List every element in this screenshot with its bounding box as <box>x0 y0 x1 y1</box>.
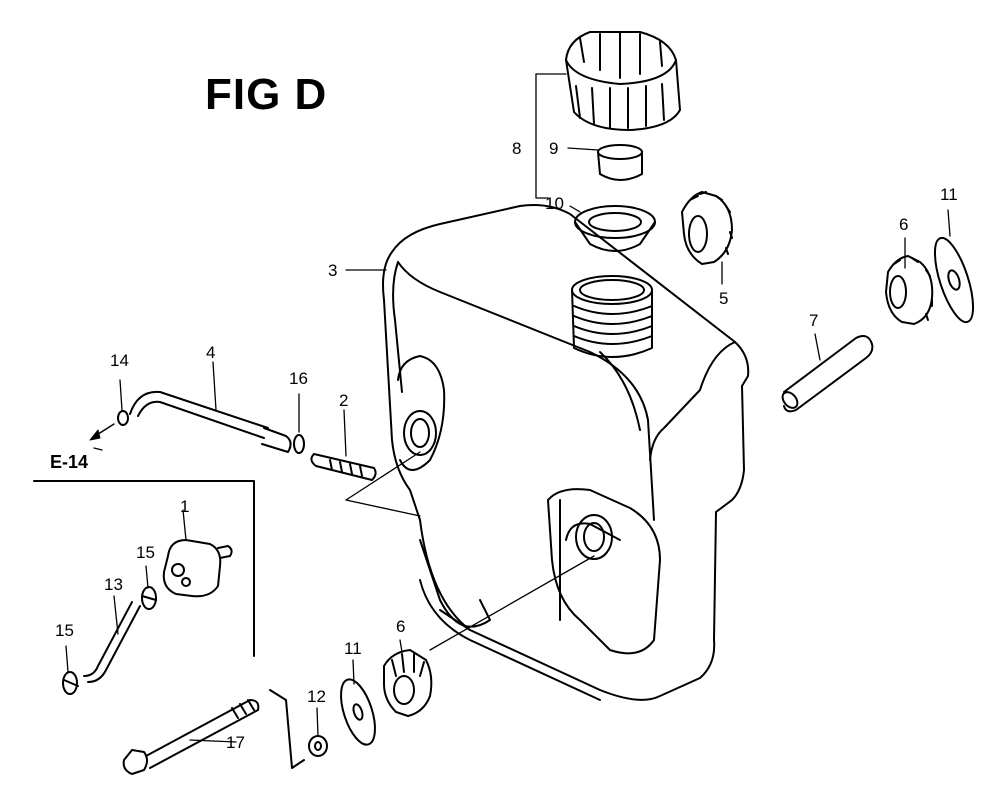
callout-6-bottom: 6 <box>396 617 406 636</box>
callout-9: 9 <box>549 139 559 158</box>
flange-bolt-2 <box>310 453 377 481</box>
callout-15-bottom: 15 <box>55 621 74 640</box>
callout-6-top: 6 <box>899 215 909 234</box>
fuel-cap <box>565 31 681 131</box>
callout-16: 16 <box>289 369 308 388</box>
washer-12 <box>308 735 328 757</box>
hose-clamp-15-bottom <box>62 671 79 695</box>
callout-12: 12 <box>307 687 326 706</box>
callout-4: 4 <box>206 343 216 362</box>
tube-clip-14 <box>117 410 129 426</box>
tube-clip-16 <box>293 434 305 454</box>
callout-14: 14 <box>110 351 129 370</box>
leader-lines <box>65 73 951 743</box>
callout-8: 8 <box>512 139 522 158</box>
callout-13: 13 <box>104 575 123 594</box>
fuel-strainer <box>597 144 643 181</box>
washer-11-bottom <box>340 678 376 746</box>
callout-7: 7 <box>809 311 819 330</box>
collar-pipe <box>781 335 874 413</box>
fuel-valve <box>162 539 233 598</box>
cap-packing <box>574 205 656 252</box>
filler-neck <box>571 275 653 358</box>
callout-2: 2 <box>339 391 349 410</box>
cross-reference-label[interactable]: E-14 <box>50 452 89 472</box>
callout-3: 3 <box>328 261 338 280</box>
fuel-tank <box>382 204 750 701</box>
rubber-grommet-5 <box>681 191 733 265</box>
callout-11-top: 11 <box>940 185 958 204</box>
callout-1: 1 <box>180 497 190 516</box>
washer-11-top <box>933 236 975 324</box>
callout-10: 10 <box>545 194 564 213</box>
callout-11-bottom: 11 <box>344 639 362 658</box>
tank-mount-hole-left <box>403 410 437 456</box>
figure-title: FIG D <box>205 70 328 119</box>
callout-5: 5 <box>719 289 729 308</box>
callout-15-top: 15 <box>136 543 155 562</box>
rubber-grommet-6-bottom <box>383 649 433 717</box>
sub-assembly-bracket <box>33 480 255 657</box>
tank-mount-hole-right <box>575 514 613 560</box>
long-bolt-17 <box>122 699 260 775</box>
bolt-bracket <box>269 689 305 769</box>
callout-17: 17 <box>226 733 245 752</box>
hose-clamp-15-top <box>141 586 157 610</box>
fuel-tube-13 <box>83 601 141 683</box>
rubber-grommet-6-top <box>885 255 934 325</box>
fuel-tube <box>117 390 292 453</box>
